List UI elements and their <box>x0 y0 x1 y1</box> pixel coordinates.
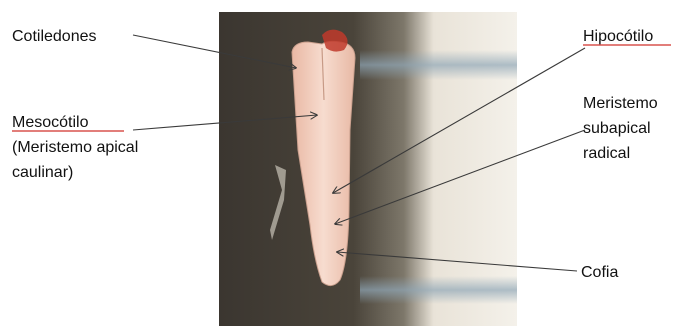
label-meristemo-sub-line3: radical <box>583 145 630 162</box>
label-meristemo-apical-line1: (Meristemo apical <box>12 139 138 156</box>
photo-band-bottom <box>360 276 517 304</box>
label-meristemo-sub-line2: subapical <box>583 120 651 137</box>
label-hipocotilo: Hipocótilo <box>583 28 653 45</box>
photo <box>219 12 517 326</box>
label-meristemo-apical-line2: caulinar) <box>12 164 73 181</box>
label-mesocotilo: Mesocótilo <box>12 114 89 131</box>
label-cotiledones: Cotiledones <box>12 28 97 45</box>
photo-band-top <box>360 50 517 80</box>
label-cofia: Cofia <box>581 264 618 281</box>
label-meristemo-sub-line1: Meristemo <box>583 95 658 112</box>
